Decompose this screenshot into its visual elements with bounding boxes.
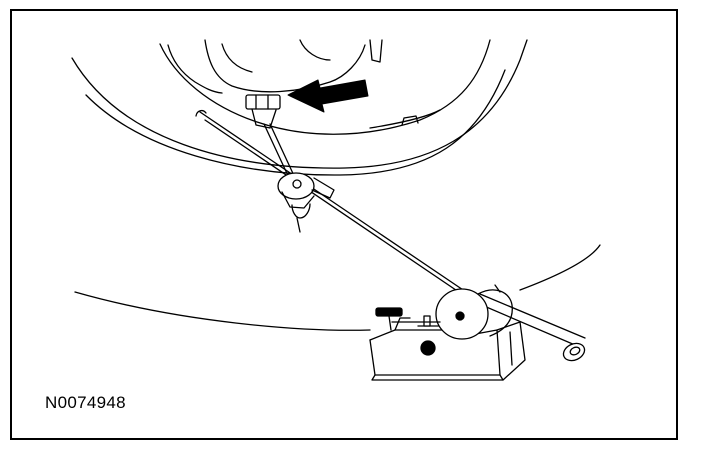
- rod-end: [562, 342, 586, 362]
- jack-thumb-screw: [375, 307, 441, 331]
- hoist-nut: [245, 94, 281, 129]
- spare-tire-outline: [74, 244, 601, 331]
- figure-id-label: N0074948: [45, 393, 126, 412]
- jack-drive-pulley: [435, 284, 513, 340]
- figure-frame: [10, 9, 678, 440]
- vehicle-underbody: [167, 39, 383, 94]
- arrow-left-icon: [287, 79, 369, 113]
- rod-universal-joint: [277, 172, 335, 233]
- wheel-well-arcs: [71, 39, 528, 176]
